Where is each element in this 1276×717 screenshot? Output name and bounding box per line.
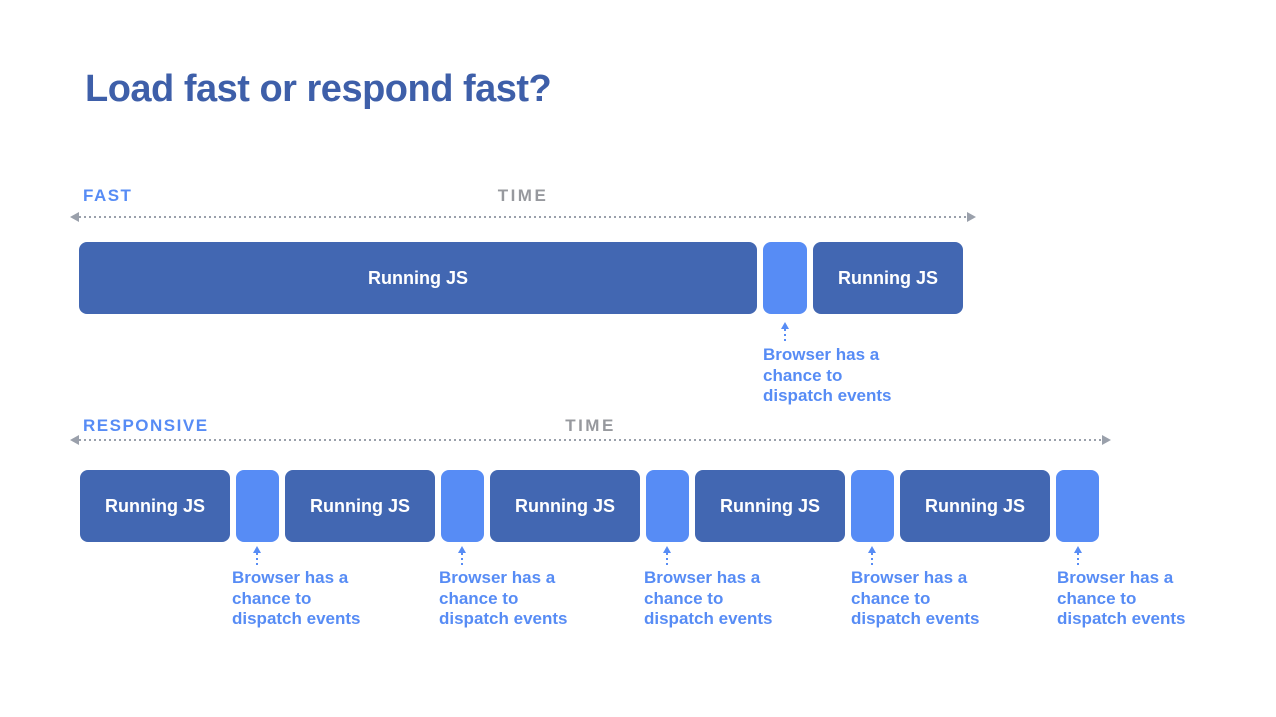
annotation-line: Browser has a: [1057, 568, 1174, 587]
fast-timeline: [70, 212, 976, 222]
annotation-line: Browser has a: [232, 568, 349, 587]
annotation-line: Browser has a: [439, 568, 556, 587]
annotation: Browser has a chance to dispatch events: [763, 345, 923, 407]
up-arrow-icon: [663, 546, 671, 566]
running-js-label: Running JS: [515, 495, 615, 516]
running-js-label: Running JS: [310, 495, 410, 516]
arrow-right-icon: [1102, 435, 1111, 445]
running-js-label: Running JS: [925, 495, 1025, 516]
running-js-block: Running JS: [813, 242, 963, 314]
responsive-timeline: [70, 435, 1111, 445]
annotation-line: chance to: [1057, 588, 1137, 608]
up-arrow-icon: [868, 546, 876, 566]
fast-time-label: TIME: [497, 186, 549, 205]
page-title: Load fast or respond fast?: [85, 68, 552, 110]
annotation-line: chance to: [439, 588, 519, 608]
annotation-line: dispatch events: [644, 609, 773, 628]
annotation-line: dispatch events: [1057, 609, 1186, 628]
annotation: Browser has a chance to dispatch events: [232, 568, 392, 630]
event-gap-block: [236, 470, 279, 542]
annotation: Browser has a chance to dispatch events: [1057, 568, 1217, 630]
running-js-block: Running JS: [80, 470, 230, 542]
annotation-line: Browser has a: [644, 568, 761, 587]
running-js-block: Running JS: [79, 242, 757, 314]
responsive-time-label: TIME: [565, 416, 616, 435]
fast-section-label: FAST: [83, 186, 133, 205]
annotation-line: Browser has a: [851, 568, 968, 587]
annotation-line: dispatch events: [763, 386, 892, 405]
up-arrow-icon: [1074, 546, 1082, 566]
running-js-label: Running JS: [105, 495, 205, 516]
event-gap-block: [851, 470, 894, 542]
running-js-block: Running JS: [900, 470, 1050, 542]
annotation-line: Browser has a: [763, 345, 880, 364]
up-arrow-icon: [781, 322, 789, 343]
event-gap-block: [646, 470, 689, 542]
up-arrow-icon: [253, 546, 261, 566]
annotation: Browser has a chance to dispatch events: [851, 568, 1011, 630]
event-gap-block: [1056, 470, 1099, 542]
annotation-line: chance to: [851, 588, 931, 608]
event-gap-block: [763, 242, 807, 314]
running-js-label: Running JS: [720, 495, 820, 516]
responsive-section-label: RESPONSIVE: [83, 416, 209, 435]
running-js-block: Running JS: [490, 470, 640, 542]
running-js-label: Running JS: [838, 267, 938, 288]
up-arrow-icon: [458, 546, 466, 566]
annotation-line: dispatch events: [439, 609, 568, 628]
annotation: Browser has a chance to dispatch events: [439, 568, 599, 630]
annotation-line: dispatch events: [851, 609, 980, 628]
arrow-right-icon: [967, 212, 976, 222]
annotation: Browser has a chance to dispatch events: [644, 568, 804, 630]
annotation-line: chance to: [644, 588, 724, 608]
annotation-line: chance to: [232, 588, 312, 608]
event-gap-block: [441, 470, 484, 542]
annotation-line: chance to: [763, 365, 843, 385]
running-js-block: Running JS: [695, 470, 845, 542]
arrow-left-icon: [70, 212, 79, 222]
arrow-left-icon: [70, 435, 79, 445]
running-js-label: Running JS: [368, 267, 468, 288]
annotation-line: dispatch events: [232, 609, 361, 628]
running-js-block: Running JS: [285, 470, 435, 542]
